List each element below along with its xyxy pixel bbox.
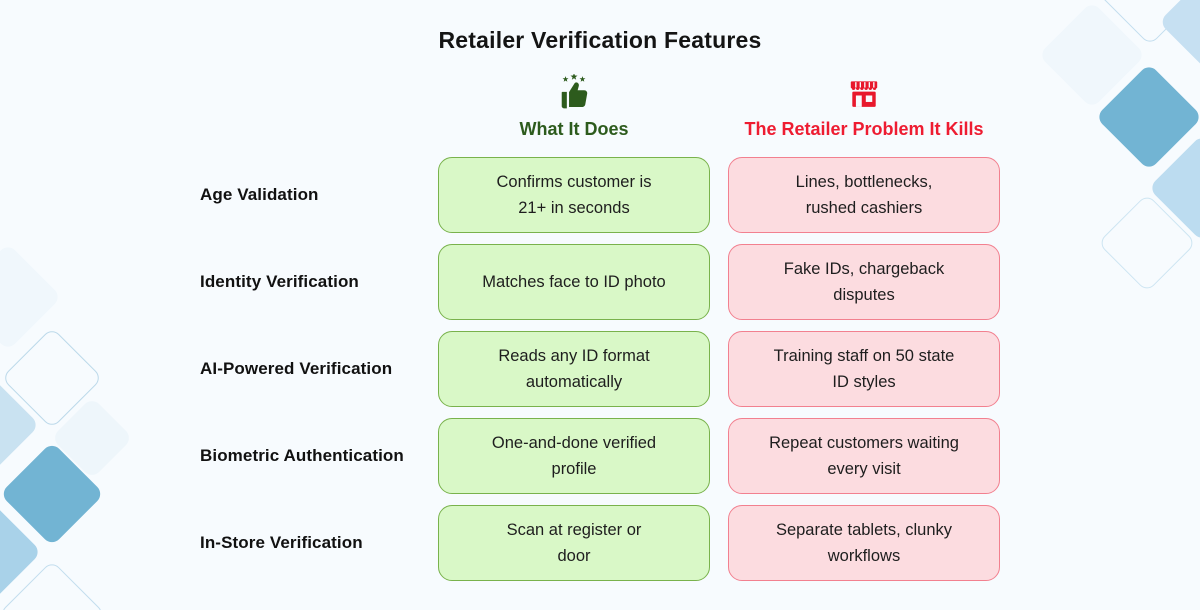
problem-box: Lines, bottlenecks, rushed cashiers	[728, 157, 1000, 233]
table-row: AI-Powered Verification Reads any ID for…	[0, 331, 1200, 407]
feature-name: Identity Verification	[200, 272, 359, 291]
feature-name: Biometric Authentication	[200, 446, 404, 465]
table-row: In-Store Verification Scan at register o…	[0, 505, 1200, 581]
problem-box: Separate tablets, clunky workflows	[728, 505, 1000, 581]
storefront-icon	[714, 74, 1014, 112]
column-label-what-it-does: What It Does	[519, 119, 629, 139]
table-row: Identity Verification Matches face to ID…	[0, 244, 1200, 320]
table-row: Biometric Authentication One-and-done ve…	[0, 418, 1200, 494]
problem-box: Training staff on 50 state ID styles	[728, 331, 1000, 407]
feature-name: In-Store Verification	[200, 533, 363, 552]
column-header-what-it-does: What It Does	[438, 74, 710, 140]
thumbs-up-stars-icon	[438, 74, 710, 112]
feature-table: Age Validation Confirms customer is 21+ …	[0, 157, 1200, 581]
problem-box: Repeat customers waiting every visit	[728, 418, 1000, 494]
page-title: Retailer Verification Features	[438, 27, 762, 53]
what-it-does-box: Reads any ID format automatically	[438, 331, 710, 407]
what-it-does-box: Scan at register or door	[438, 505, 710, 581]
column-label-problem-it-kills: The Retailer Problem It Kills	[744, 119, 984, 139]
problem-box: Fake IDs, chargeback disputes	[728, 244, 1000, 320]
table-row: Age Validation Confirms customer is 21+ …	[0, 157, 1200, 233]
what-it-does-box: Matches face to ID photo	[438, 244, 710, 320]
what-it-does-box: Confirms customer is 21+ in seconds	[438, 157, 710, 233]
feature-name: AI-Powered Verification	[200, 359, 393, 378]
feature-name: Age Validation	[200, 185, 319, 204]
what-it-does-box: One-and-done verified profile	[438, 418, 710, 494]
column-header-problem-it-kills: The Retailer Problem It Kills	[714, 74, 1014, 140]
